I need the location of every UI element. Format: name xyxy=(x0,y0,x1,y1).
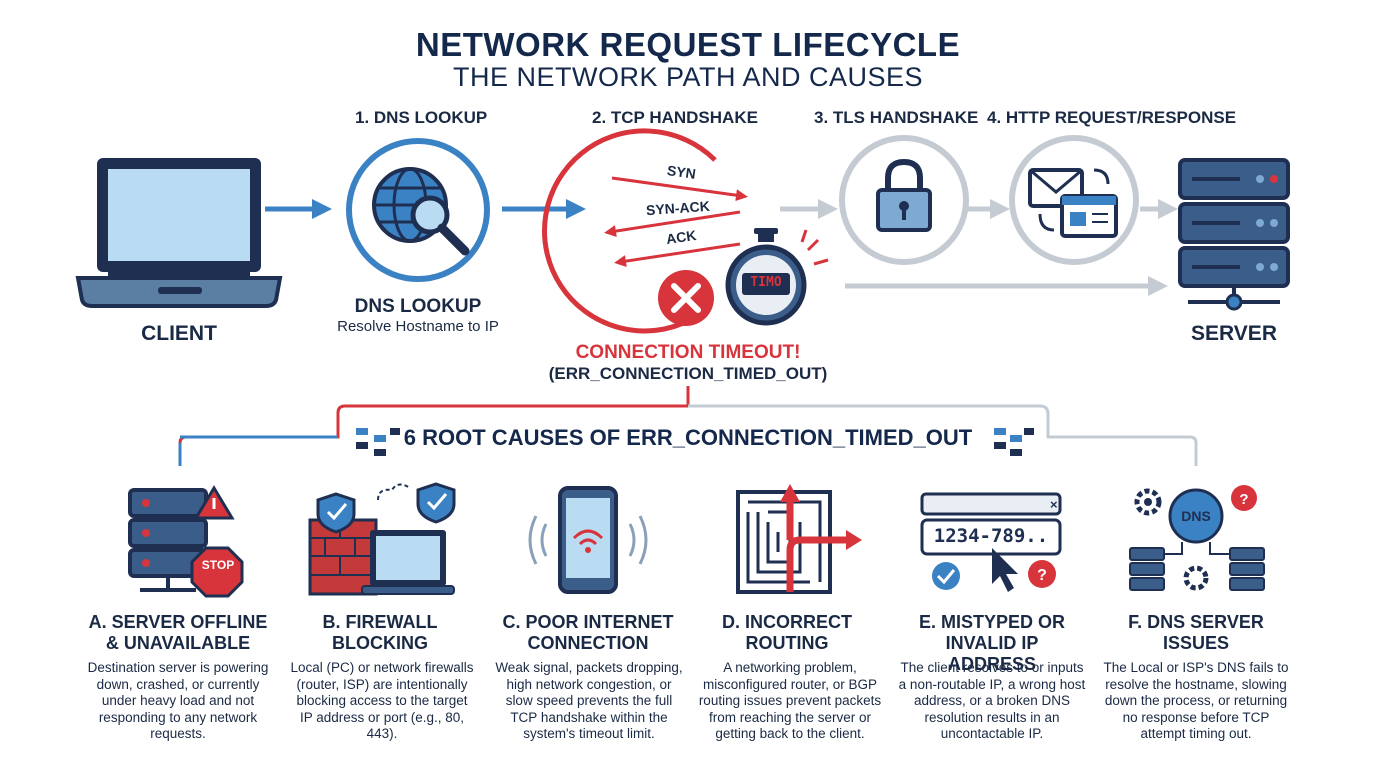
error-code: (ERR_CONNECTION_TIMED_OUT) xyxy=(548,364,828,383)
dns-server-icon: ? xyxy=(1129,485,1265,591)
http-request-icon xyxy=(1009,135,1139,265)
step-label-tls: 3. TLS HANDSHAKE xyxy=(814,108,979,127)
cause-d-title: D. INCORRECT ROUTING xyxy=(722,612,852,653)
ip-address-input-icon: × ? xyxy=(920,492,1062,592)
page-subtitle: THE NETWORK PATH AND CAUSES xyxy=(452,62,924,92)
server-icon xyxy=(1178,158,1290,311)
page-title: NETWORK REQUEST LIFECYCLE xyxy=(415,26,961,63)
svg-text:?: ? xyxy=(1239,491,1248,508)
cause-a-title: A. SERVER OFFLINE & UNAVAILABLE xyxy=(88,612,268,653)
step-label-http: 4. HTTP REQUEST/RESPONSE xyxy=(987,108,1237,127)
cause-e-desc: The client resolves to or inputs a non-r… xyxy=(898,660,1086,741)
cause-d-desc: A networking problem, misconfigured rout… xyxy=(698,660,882,741)
laptop-icon xyxy=(75,158,283,308)
cause-a-desc: Destination server is powering down, cra… xyxy=(87,660,269,741)
firewall-icon xyxy=(308,482,456,596)
causes-bracket xyxy=(178,386,1198,466)
client-label: CLIENT xyxy=(141,322,217,345)
cause-f-title: F. DNS SERVER ISSUES xyxy=(1128,612,1264,653)
flowchart-icon xyxy=(356,428,400,456)
cause-e-title: E. MISTYPED OR INVALID IP ADDRESS xyxy=(918,612,1066,674)
dns-title: DNS LOOKUP xyxy=(354,296,482,317)
dns-subtitle: Resolve Hostname to IP xyxy=(337,318,499,335)
dns-globe-text: DNS xyxy=(1181,508,1211,524)
server-label: SERVER xyxy=(1191,322,1277,345)
cause-b-desc: Local (PC) or network firewalls (router,… xyxy=(290,660,474,741)
cause-c-desc: Weak signal, packets dropping, high netw… xyxy=(495,660,683,741)
error-title: CONNECTION TIMEOUT! xyxy=(575,342,801,363)
cause-b-title: B. FIREWALL BLOCKING xyxy=(322,612,438,653)
ip-input-text: 1234-789.. xyxy=(933,525,1049,547)
stopwatch-icon xyxy=(725,228,829,326)
lock-icon xyxy=(839,135,969,265)
svg-text:×: × xyxy=(1050,497,1058,512)
step-label-tcp: 2. TCP HANDSHAKE xyxy=(592,108,758,127)
flowchart-icon xyxy=(994,428,1034,456)
dns-lookup-icon xyxy=(346,138,490,282)
stop-sign-text: STOP xyxy=(201,558,235,572)
weak-signal-phone-icon xyxy=(528,486,648,594)
timer-display: TIMO xyxy=(750,275,782,290)
error-x-icon xyxy=(658,270,714,326)
causes-banner: 6 ROOT CAUSES OF ERR_CONNECTION_TIMED_OU… xyxy=(403,425,973,450)
cause-f-desc: The Local or ISP's DNS fails to resolve … xyxy=(1103,660,1289,741)
cause-c-title: C. POOR INTERNET CONNECTION xyxy=(502,612,674,653)
svg-text:?: ? xyxy=(1037,567,1047,584)
step-label-dns: 1. DNS LOOKUP xyxy=(355,108,488,127)
maze-routing-icon xyxy=(736,484,862,594)
server-offline-icon xyxy=(128,485,244,598)
tcp-handshake-arc xyxy=(542,128,748,334)
